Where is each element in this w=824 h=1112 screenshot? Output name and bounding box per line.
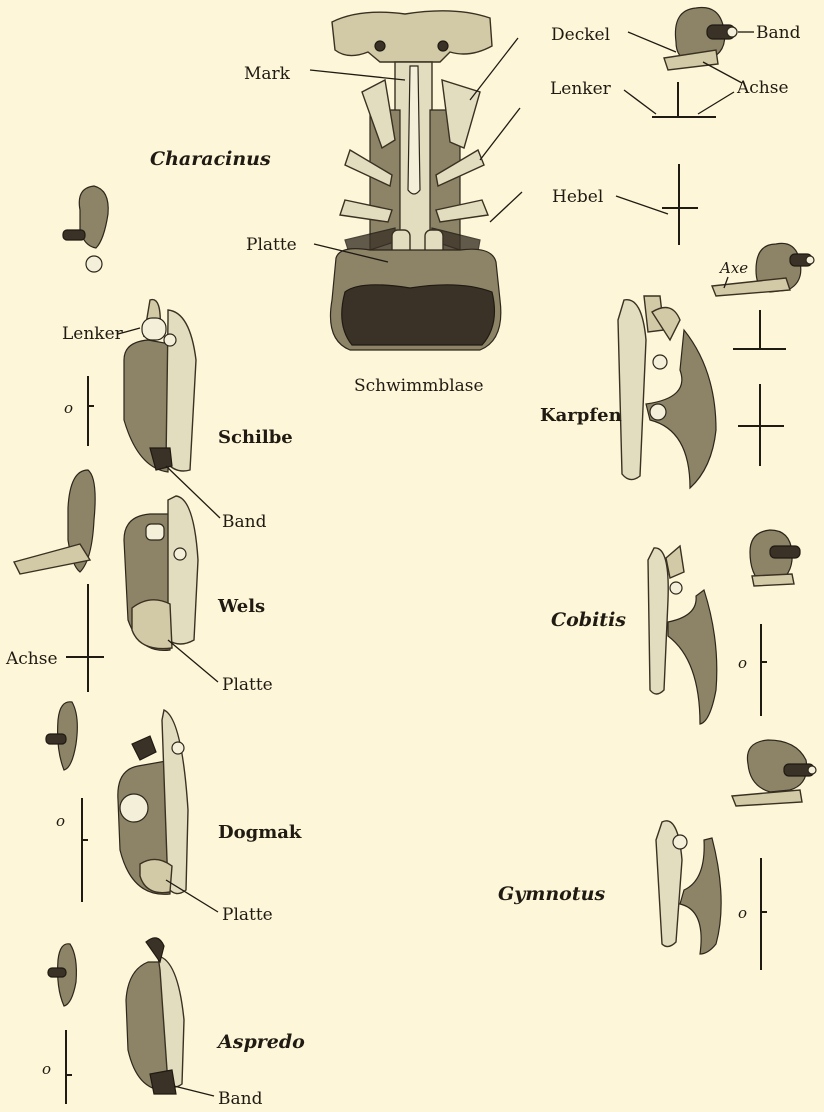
schilbe-scale-bar [88,376,94,446]
karpfen-apparatus [618,296,716,488]
scale-o-dogmak: o [56,812,65,830]
leader-lenker-top [624,90,656,114]
species-aspredo: Aspredo [216,1031,305,1053]
leader-platte-dogmak [166,880,218,912]
wels-ossicle [14,470,95,574]
leader-lenker-top-2 [698,92,734,114]
species-schilbe: Schilbe [218,427,293,448]
schilbe-apparatus [124,300,196,472]
dogmak-apparatus [118,710,188,894]
hebel-axis-symbol [662,164,698,245]
characinus-ossicle [63,186,108,272]
label-axe: Axe [718,259,748,277]
lenker-axis-symbol [652,82,716,117]
leader-right-2 [480,108,520,160]
aspredo-apparatus [126,938,184,1094]
gymnotus-ossicle [732,740,816,806]
label-platte-top: Platte [246,235,297,255]
species-characinus: Characinus [150,148,271,170]
leader-mark [310,70,405,80]
label-hebel: Hebel [552,187,603,207]
scale-o-schilbe: o [64,399,73,417]
wels-apparatus [124,496,198,650]
dogmak-ossicle [46,702,77,770]
label-mark: Mark [244,64,291,84]
leader-platte-wels [168,640,218,682]
label-band-aspredo: Band [218,1089,263,1109]
label-achse-top: Achse [736,78,789,98]
characinus-skull-figure [330,11,500,350]
aspredo-scale-bar [66,1030,72,1104]
species-wels: Wels [217,596,265,617]
cobitis-scale-bar [761,624,767,716]
label-schwimmblase: Schwimmblase [354,376,484,396]
leader-right-3 [490,192,522,222]
label-lenker-top: Lenker [550,79,612,99]
label-band-top: Band [756,23,801,43]
label-deckel: Deckel [551,25,610,45]
leader-deckel [628,32,676,52]
leader-band-aspredo [174,1086,214,1096]
scale-o-cobitis: o [738,654,747,672]
species-gymnotus: Gymnotus [498,883,605,905]
scale-o-aspredo: o [42,1060,51,1078]
cobitis-ossicle [750,530,800,586]
label-lenker-left: Lenker [62,324,124,344]
karpfen-hebel-symbol [738,384,784,466]
gymnotus-apparatus [656,821,721,954]
leader-achse-top [703,62,742,83]
species-karpfen: Karpfen [540,405,622,426]
ossicle-detail-top-right [664,7,737,70]
wels-axis-symbol [66,584,104,692]
leader-hebel [616,196,668,214]
aspredo-ossicle [48,944,76,1006]
label-band-schilbe: Band [222,512,267,532]
label-platte-dogmak: Platte [222,905,273,925]
karpfen-lenker-symbol [733,310,786,349]
label-platte-wels: Platte [222,675,273,695]
dogmak-scale-bar [82,798,88,902]
gymnotus-scale-bar [761,858,767,970]
label-achse-left: Achse [5,649,58,669]
cobitis-apparatus [648,546,717,724]
species-cobitis: Cobitis [551,609,626,631]
species-dogmak: Dogmak [218,822,302,843]
scale-o-gymnotus: o [738,904,747,922]
